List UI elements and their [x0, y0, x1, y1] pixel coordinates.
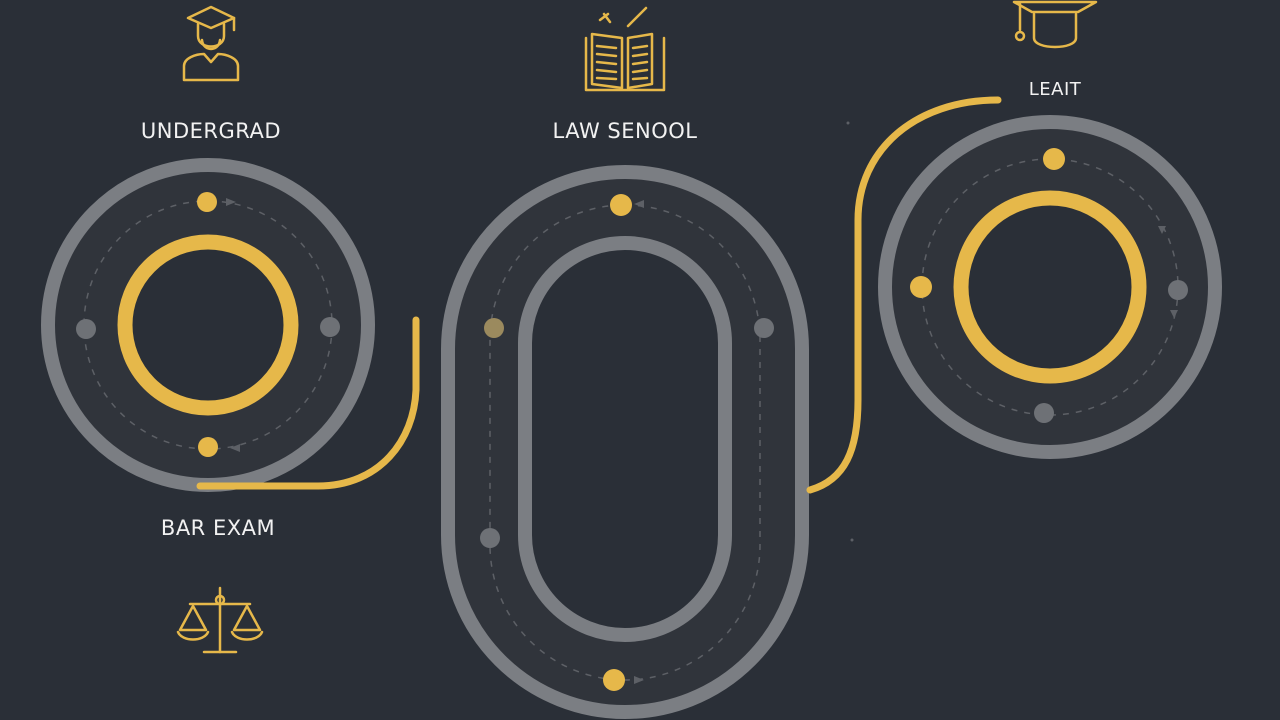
career-label: LEAIT [1028, 79, 1082, 100]
undergrad-dot-top [197, 192, 217, 212]
career-dot-bottom [1034, 403, 1054, 423]
career-dot-top [1043, 148, 1065, 170]
law-school-label: LAW SENOOL [552, 119, 698, 143]
graduate-icon [182, 5, 240, 82]
undergrad-ring [41, 158, 375, 492]
undergrad-dot-right [320, 317, 340, 337]
law-dot-left-lower [480, 528, 500, 548]
undergrad-dot-left [76, 319, 96, 339]
career-dot-right [1168, 280, 1188, 300]
law-school-track [441, 165, 809, 719]
undergrad-dot-bottom [198, 437, 218, 457]
scales-icon [176, 586, 264, 654]
law-dot-right-upper [754, 318, 774, 338]
graduation-cap-icon [1012, 0, 1098, 49]
law-dot-left-upper [484, 318, 504, 338]
law-dot-bottom [603, 669, 625, 691]
bar-exam-label: BAR EXAM [160, 516, 276, 540]
law-dot-top [610, 194, 632, 216]
book-icon [584, 6, 666, 92]
connector-left [196, 316, 420, 490]
connector-right [806, 96, 1002, 494]
career-ring [878, 115, 1222, 459]
undergrad-label: UNDERGRAD [140, 119, 282, 143]
career-dot-left [910, 276, 932, 298]
